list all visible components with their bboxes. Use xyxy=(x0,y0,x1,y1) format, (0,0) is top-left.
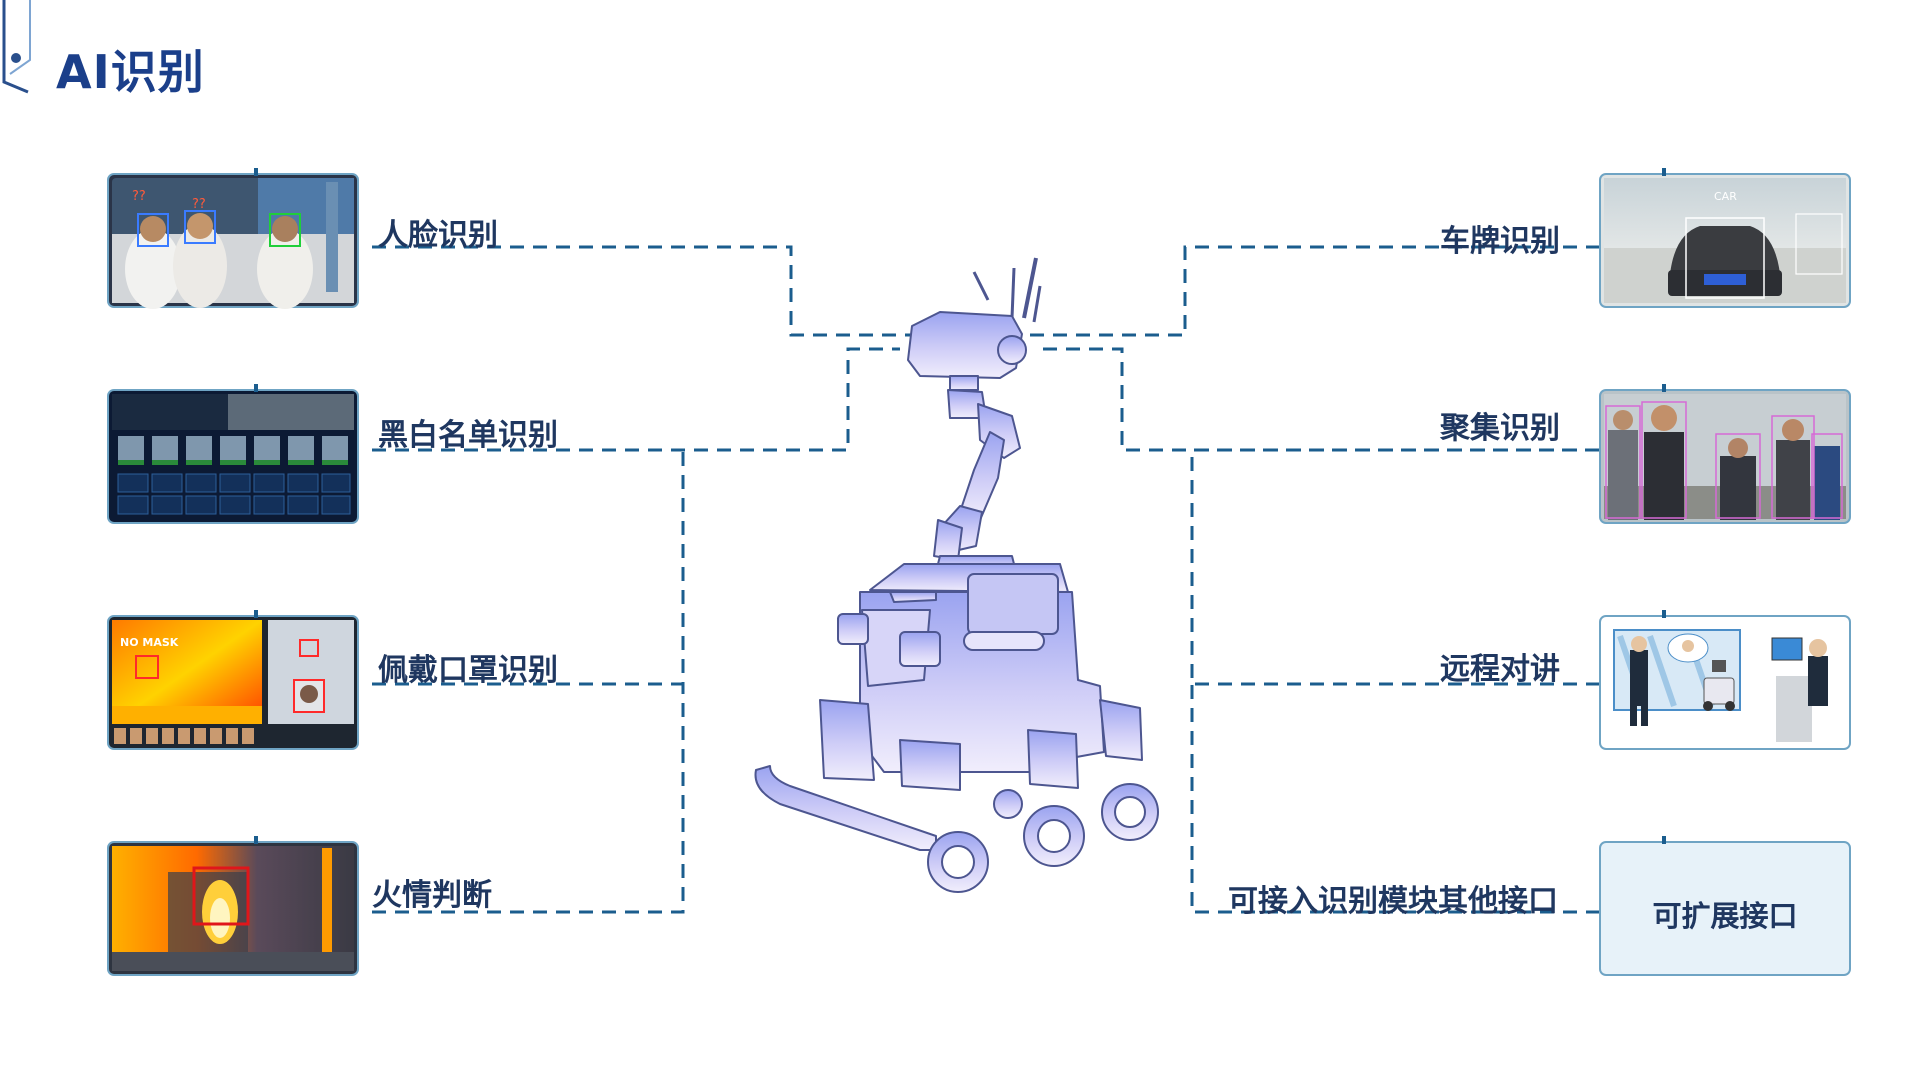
label-blacklist-whitelist: 黑白名单识别 xyxy=(378,418,558,453)
page-title: AI识别 xyxy=(56,45,205,99)
connector-plate xyxy=(1030,245,1600,337)
mask-detection-image: NO MASK xyxy=(107,615,359,750)
connector-lines xyxy=(372,245,1600,914)
label-fire-detection: 火情判断 xyxy=(372,878,492,913)
patrol-robot-illustration xyxy=(754,257,1159,893)
face-recognition-image: ?? ?? xyxy=(107,173,359,309)
blacklist-whitelist-image xyxy=(107,389,359,524)
label-crowd-detection: 聚集识别 xyxy=(1440,411,1560,446)
frame-ticks xyxy=(254,168,1666,844)
crowd-detection-image xyxy=(1599,389,1851,524)
label-face-recognition: 人脸识别 xyxy=(378,218,498,253)
svg-text:??: ?? xyxy=(192,197,206,212)
fire-detection-image xyxy=(107,841,359,976)
connector-face xyxy=(372,245,915,337)
connector-fire xyxy=(372,684,685,914)
remote-intercom-image xyxy=(1599,615,1851,750)
corner-decoration xyxy=(2,0,31,94)
expand-interface-box: 可扩展接口 xyxy=(1599,841,1851,976)
label-other-interfaces: 可接入识别模块其他接口 xyxy=(1228,884,1558,919)
plate-overlay-text: CAR xyxy=(1714,190,1737,203)
license-plate-image: CAR xyxy=(1599,173,1851,308)
expand-box-text: 可扩展接口 xyxy=(1652,899,1797,933)
label-license-plate: 车牌识别 xyxy=(1440,224,1560,259)
svg-text:??: ?? xyxy=(132,189,146,204)
connector-expand xyxy=(1190,684,1600,914)
label-mask-detection: 佩戴口罩识别 xyxy=(378,653,558,688)
mask-overlay-text: NO MASK xyxy=(120,636,179,649)
corner-deco-area xyxy=(0,0,50,100)
label-remote-intercom: 远程对讲 xyxy=(1440,652,1560,687)
connector-list xyxy=(372,347,900,452)
